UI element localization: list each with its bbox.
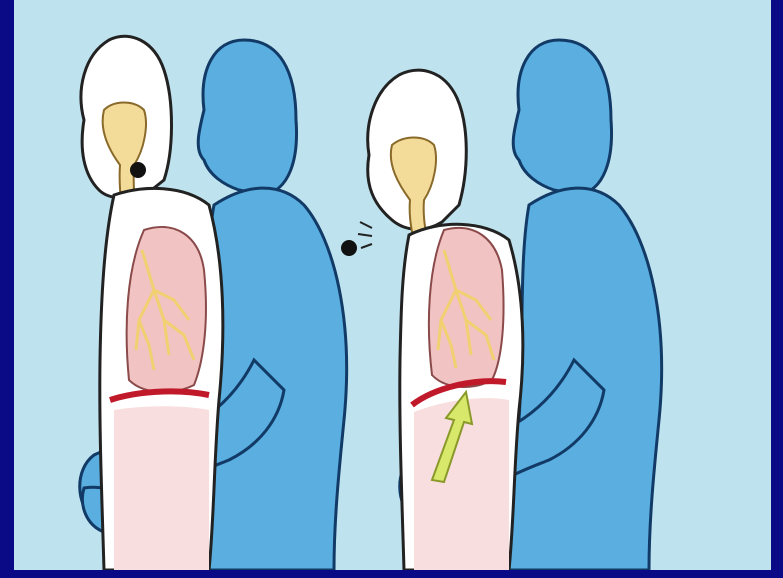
victim-right-lung: [429, 228, 504, 387]
illustration-svg: [14, 0, 771, 570]
expulsion-lines: [358, 222, 372, 248]
rescuer-right-head: [513, 40, 611, 195]
heimlich-illustration: [14, 0, 771, 570]
victim-left-lung: [127, 227, 206, 392]
rescuer-left-head: [198, 40, 296, 195]
obstruction-expelled: [341, 240, 357, 256]
obstruction-lodged: [130, 162, 146, 178]
victim-left-abdomen: [114, 406, 209, 570]
scene-before-thrust: [80, 36, 347, 570]
victim-right: [341, 70, 523, 570]
scene-after-thrust: [341, 40, 662, 570]
